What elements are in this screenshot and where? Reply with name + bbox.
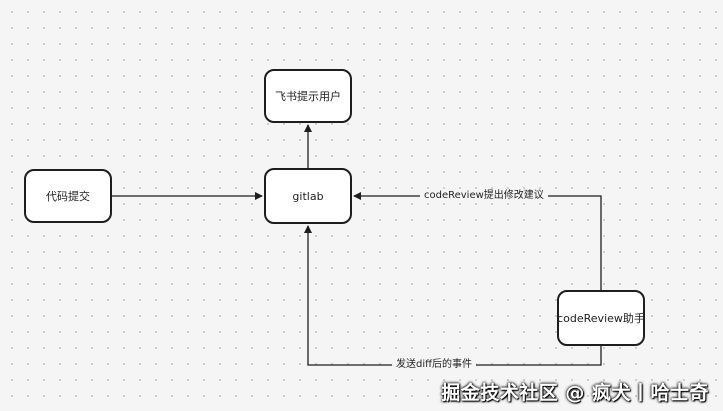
edge-label-diff-event: 发送diff后的事件 bbox=[392, 358, 477, 372]
edge-label-review-suggestion: codeReview提出修改建议 bbox=[420, 189, 548, 203]
edge-review-to-gitlab bbox=[353, 192, 602, 290]
node-feishu-notify[interactable]: 飞书提示用户 bbox=[264, 69, 352, 123]
node-review-label: codeReview助手 bbox=[557, 312, 645, 325]
watermark: 掘金技术社区 @ 疯犬丨哈士奇 bbox=[441, 382, 709, 404]
node-gitlab[interactable]: gitlab bbox=[264, 168, 352, 224]
node-gitlab-label: gitlab bbox=[292, 189, 324, 203]
node-codereview-assistant[interactable]: codeReview助手 bbox=[557, 290, 645, 346]
node-code-commit[interactable]: 代码提交 bbox=[24, 169, 112, 223]
node-commit-label: 代码提交 bbox=[46, 190, 90, 203]
node-feishu-label: 飞书提示用户 bbox=[275, 90, 341, 103]
